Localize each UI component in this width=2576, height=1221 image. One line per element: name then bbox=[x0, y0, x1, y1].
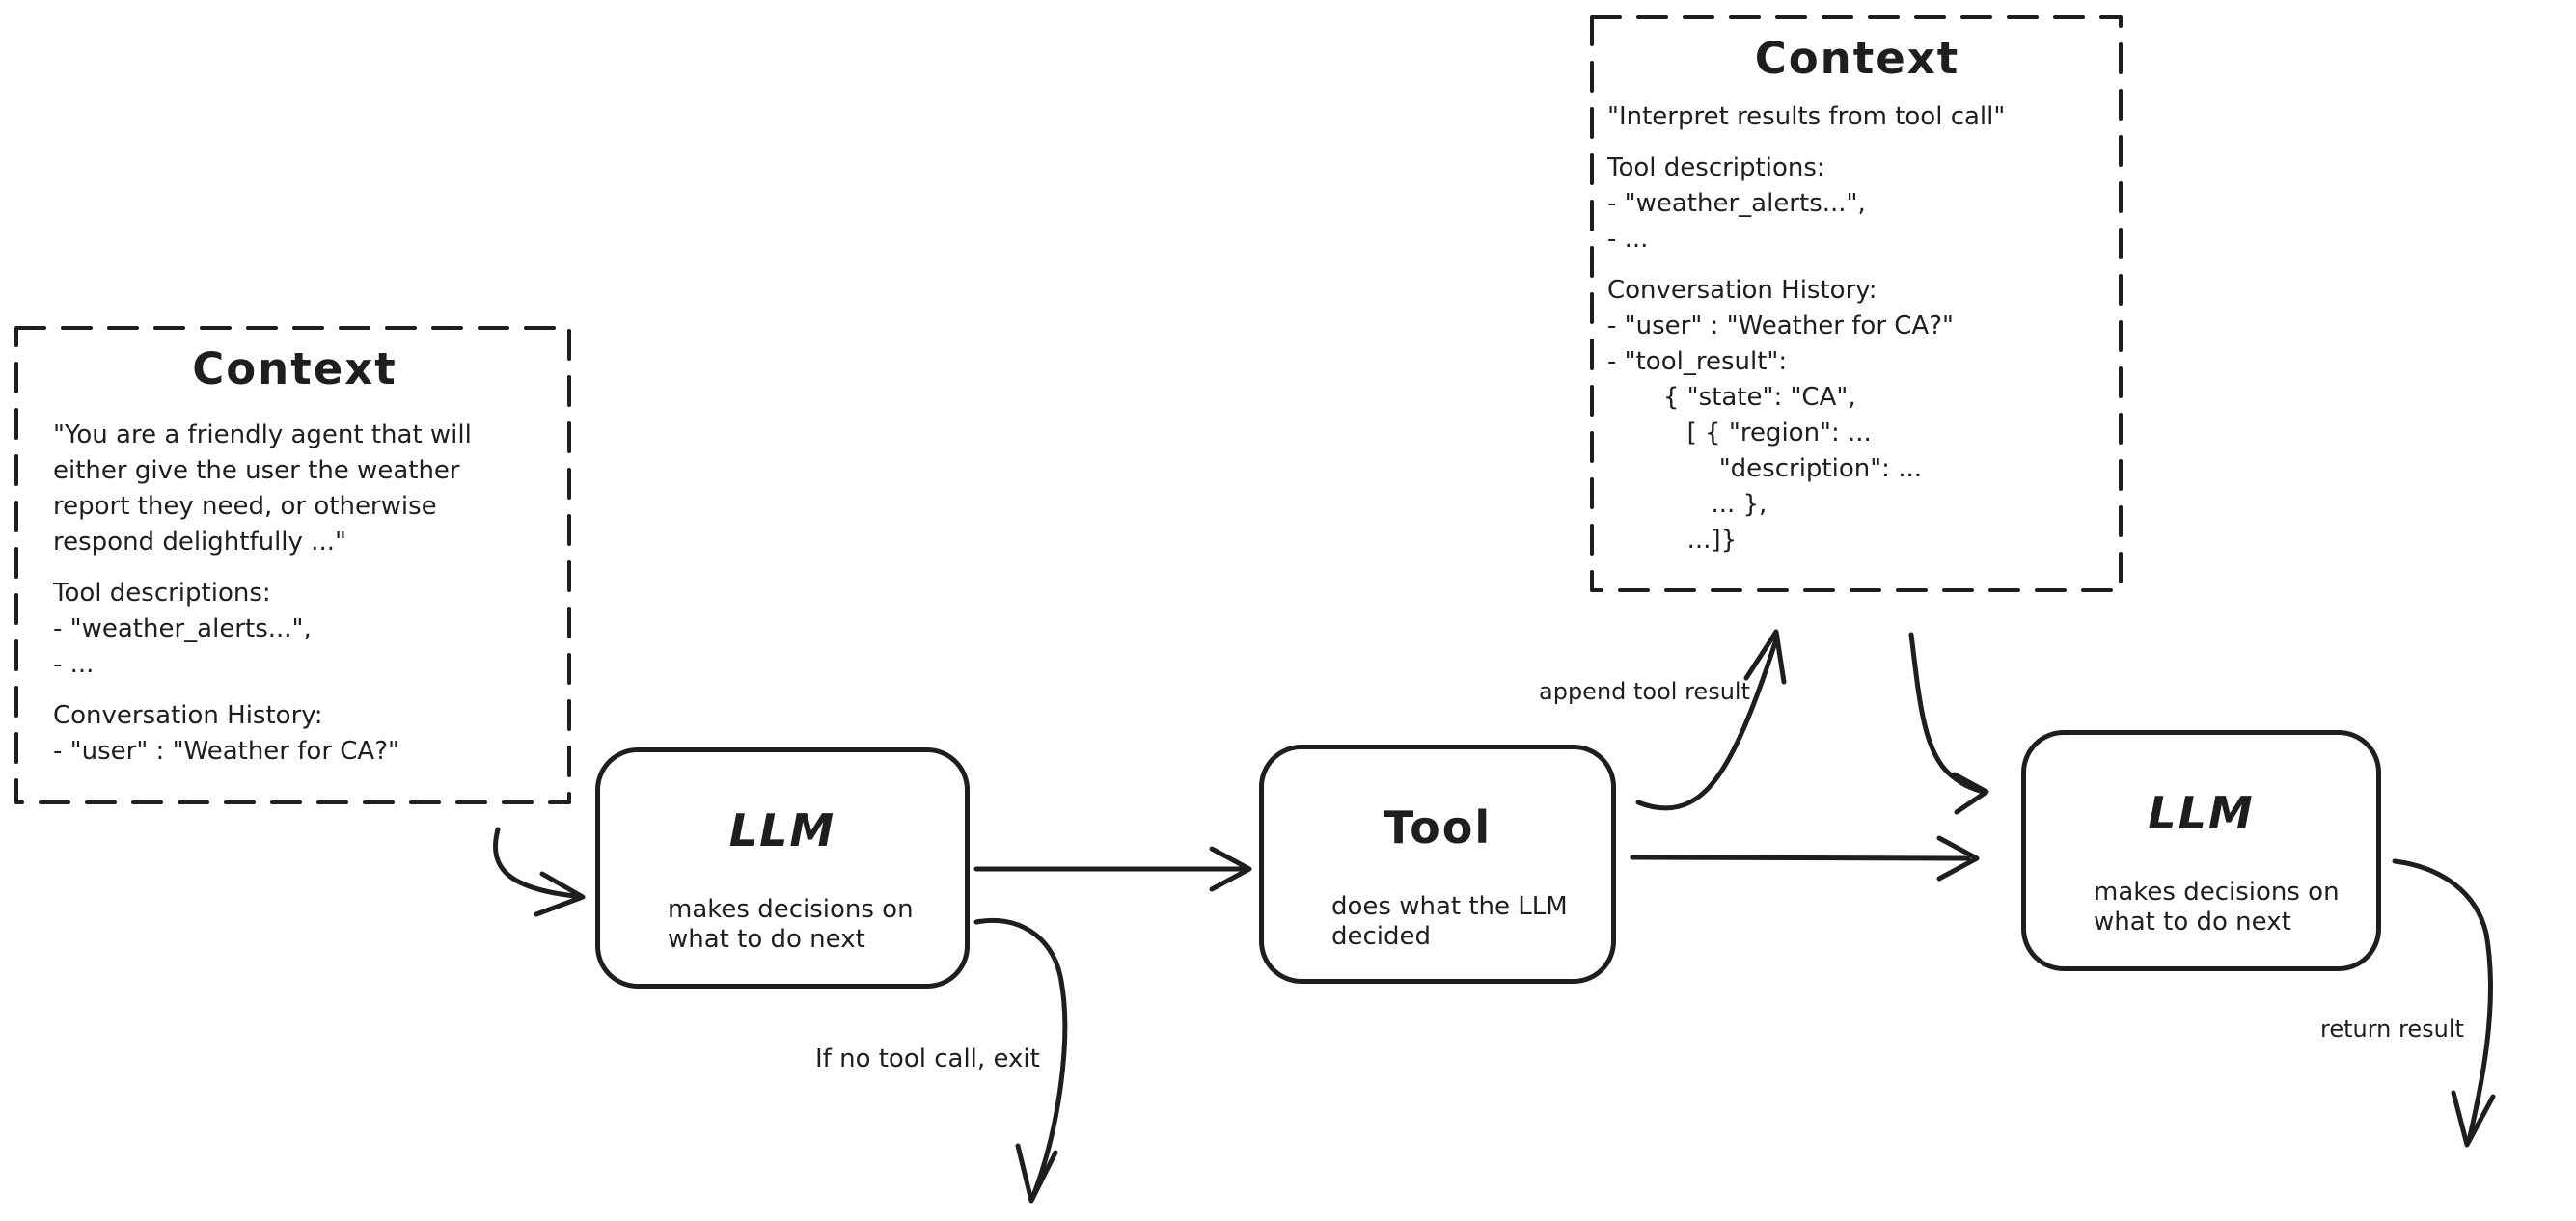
arrow-llm1-exit bbox=[973, 917, 1068, 1199]
context-text-line: - "weather_alerts...", bbox=[53, 614, 312, 643]
node-subtitle-line: what to do next bbox=[668, 925, 865, 954]
context-text-line: Conversation History: bbox=[1607, 276, 1877, 305]
context-text-line bbox=[53, 560, 536, 576]
arrow-tool-to-llm2 bbox=[1630, 855, 1971, 861]
arrow-llm1-to-tool-head bbox=[1209, 846, 1252, 892]
node-subtitle-line: makes decisions on bbox=[668, 895, 914, 924]
context-text-line: report they need, or otherwise bbox=[53, 492, 437, 521]
context-box-initial: Context "You are a friendly agent that w… bbox=[16, 328, 569, 802]
context-box-initial-title: Context bbox=[192, 343, 397, 394]
node-subtitle-line: makes decisions on bbox=[2094, 878, 2340, 907]
edge-label-return-result: return result bbox=[2320, 1016, 2464, 1043]
arrow-llm1-exit-head bbox=[1015, 1143, 1058, 1204]
node-subtitle-line: does what the LLM bbox=[1331, 892, 1568, 921]
context-box-initial-body: "You are a friendly agent that will eithe… bbox=[53, 418, 536, 770]
context-text-line bbox=[1607, 135, 2107, 150]
context-text-line: "Interpret results from tool call" bbox=[1607, 102, 2006, 131]
context-text-line: - "weather_alerts...", bbox=[1607, 189, 1866, 218]
arrow-llm2-return bbox=[2392, 858, 2493, 1144]
context-text-line: ... }, bbox=[1607, 490, 1768, 519]
context-left-border bbox=[14, 326, 571, 804]
context-text-line: Tool descriptions: bbox=[1607, 153, 1825, 182]
context-text-line: respond delightfully ..." bbox=[53, 528, 346, 556]
context-text-line: [ { "region": ... bbox=[1607, 419, 1872, 448]
arrow-context-left-to-llm1-head bbox=[534, 871, 586, 917]
context-text-line: - ... bbox=[1607, 225, 1649, 254]
edge-label-if-no-tool-call-exit: If no tool call, exit bbox=[815, 1045, 1040, 1073]
context-box-after-tool: Context "Interpret results from tool cal… bbox=[1592, 17, 2121, 590]
node-llm-first-title: LLM bbox=[728, 804, 836, 856]
context-text-line: - "tool_result": bbox=[1607, 347, 1788, 376]
context-text-line bbox=[1607, 258, 2107, 273]
edge-label-append-tool-result: append tool result bbox=[1539, 678, 1750, 705]
context-text-line: either give the user the weather bbox=[53, 456, 460, 485]
context-text-line: Tool descriptions: bbox=[53, 579, 271, 608]
arrow-context-right-to-llm2-head bbox=[1952, 772, 1989, 815]
arrow-tool-to-llm2-head bbox=[1936, 835, 1980, 882]
context-box-after-tool-title: Context bbox=[1754, 33, 1960, 84]
arrow-context-right-to-llm2 bbox=[1908, 632, 1987, 795]
arrow-tool-to-context-right bbox=[1635, 634, 1780, 811]
arrow-tool-to-context-right-head bbox=[1743, 629, 1787, 685]
node-tool-title: Tool bbox=[1383, 801, 1493, 854]
context-text-line: Conversation History: bbox=[53, 701, 323, 730]
node-llm-second-title: LLM bbox=[2148, 787, 2255, 839]
context-text-line: "You are a friendly agent that will bbox=[53, 421, 472, 449]
context-text-line: "description": ... bbox=[1607, 454, 1923, 483]
context-text-line: - ... bbox=[53, 650, 95, 679]
context-text-line: { "state": "CA", bbox=[1607, 383, 1856, 412]
context-text-line: - "user" : "Weather for CA?" bbox=[53, 737, 399, 766]
context-right-border bbox=[1590, 15, 2123, 592]
arrow-llm2-return-head bbox=[2451, 1090, 2496, 1148]
arrow-context-left-to-llm1 bbox=[492, 827, 578, 899]
context-text-line: - "user" : "Weather for CA?" bbox=[1607, 312, 1954, 340]
node-subtitle-line: decided bbox=[1331, 922, 1432, 951]
context-box-after-tool-body: "Interpret results from tool call" Tool d… bbox=[1607, 99, 2107, 558]
node-subtitle-line: what to do next bbox=[2094, 908, 2291, 936]
context-text-line bbox=[53, 683, 536, 698]
context-text-line: ...]} bbox=[1607, 526, 1738, 555]
